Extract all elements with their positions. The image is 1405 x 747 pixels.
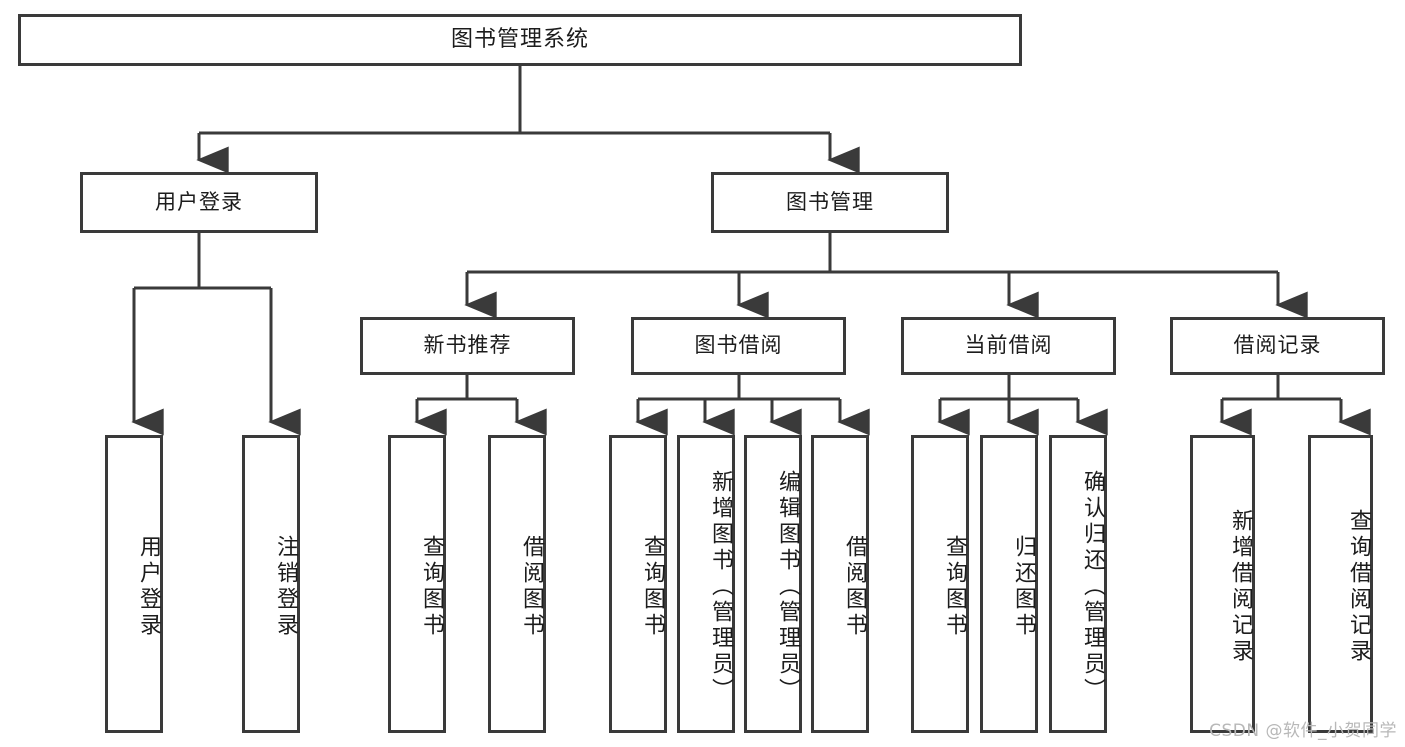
node-label: 图书借阅 [694,333,783,358]
leaf-current-confirm-return-admin[interactable]: 确认归还（管理员） [1049,435,1107,733]
node-label: 借阅记录 [1233,333,1322,358]
node-label: 当前借阅 [964,333,1053,358]
node-label: 图书管理 [786,189,874,214]
node-label: 借阅图书 [842,535,867,639]
leaf-borrow-query-book[interactable]: 查询图书 [609,435,667,733]
node-label: 查询图书 [419,535,444,639]
node-label: 查询图书 [942,535,967,639]
leaf-user-login-login[interactable]: 用户登录 [105,435,163,733]
leaf-new-book-borrow[interactable]: 借阅图书 [488,435,546,733]
node-label: 新增借阅记录 [1228,509,1253,665]
node-label: 确认归还（管理员） [1080,470,1105,704]
node-label: 新书推荐 [423,333,512,358]
node-label: 编辑图书（管理员） [775,470,800,704]
leaf-record-query-borrow-record[interactable]: 查询借阅记录 [1308,435,1373,733]
leaf-current-return-book[interactable]: 归还图书 [980,435,1038,733]
leaf-borrow-add-book-admin[interactable]: 新增图书（管理员） [677,435,735,733]
node-label: 新增图书（管理员） [708,470,733,704]
node-label: 用户登录 [136,535,161,639]
watermark-text: CSDN @软件_小贺同学 [1209,721,1397,741]
leaf-borrow-borrow-book[interactable]: 借阅图书 [811,435,869,733]
leaf-user-login-logout[interactable]: 注销登录 [242,435,300,733]
node-borrow-record[interactable]: 借阅记录 [1170,317,1385,375]
leaf-new-book-query[interactable]: 查询图书 [388,435,446,733]
leaf-record-add-borrow-record[interactable]: 新增借阅记录 [1190,435,1255,733]
node-current-borrow[interactable]: 当前借阅 [901,317,1116,375]
node-label: 借阅图书 [519,535,544,639]
node-new-book-recommend[interactable]: 新书推荐 [360,317,575,375]
node-label: 归还图书 [1011,535,1036,639]
node-label: 查询图书 [640,535,665,639]
node-root-system[interactable]: 图书管理系统 [18,14,1022,66]
node-book-borrow[interactable]: 图书借阅 [631,317,846,375]
node-label: 注销登录 [273,535,298,639]
node-label: 查询借阅记录 [1346,509,1371,665]
leaf-current-query-book[interactable]: 查询图书 [911,435,969,733]
node-user-login[interactable]: 用户登录 [80,172,318,233]
node-label: 图书管理系统 [450,26,589,52]
node-label: 用户登录 [155,189,243,214]
node-book-manage[interactable]: 图书管理 [711,172,949,233]
leaf-borrow-edit-book-admin[interactable]: 编辑图书（管理员） [744,435,802,733]
